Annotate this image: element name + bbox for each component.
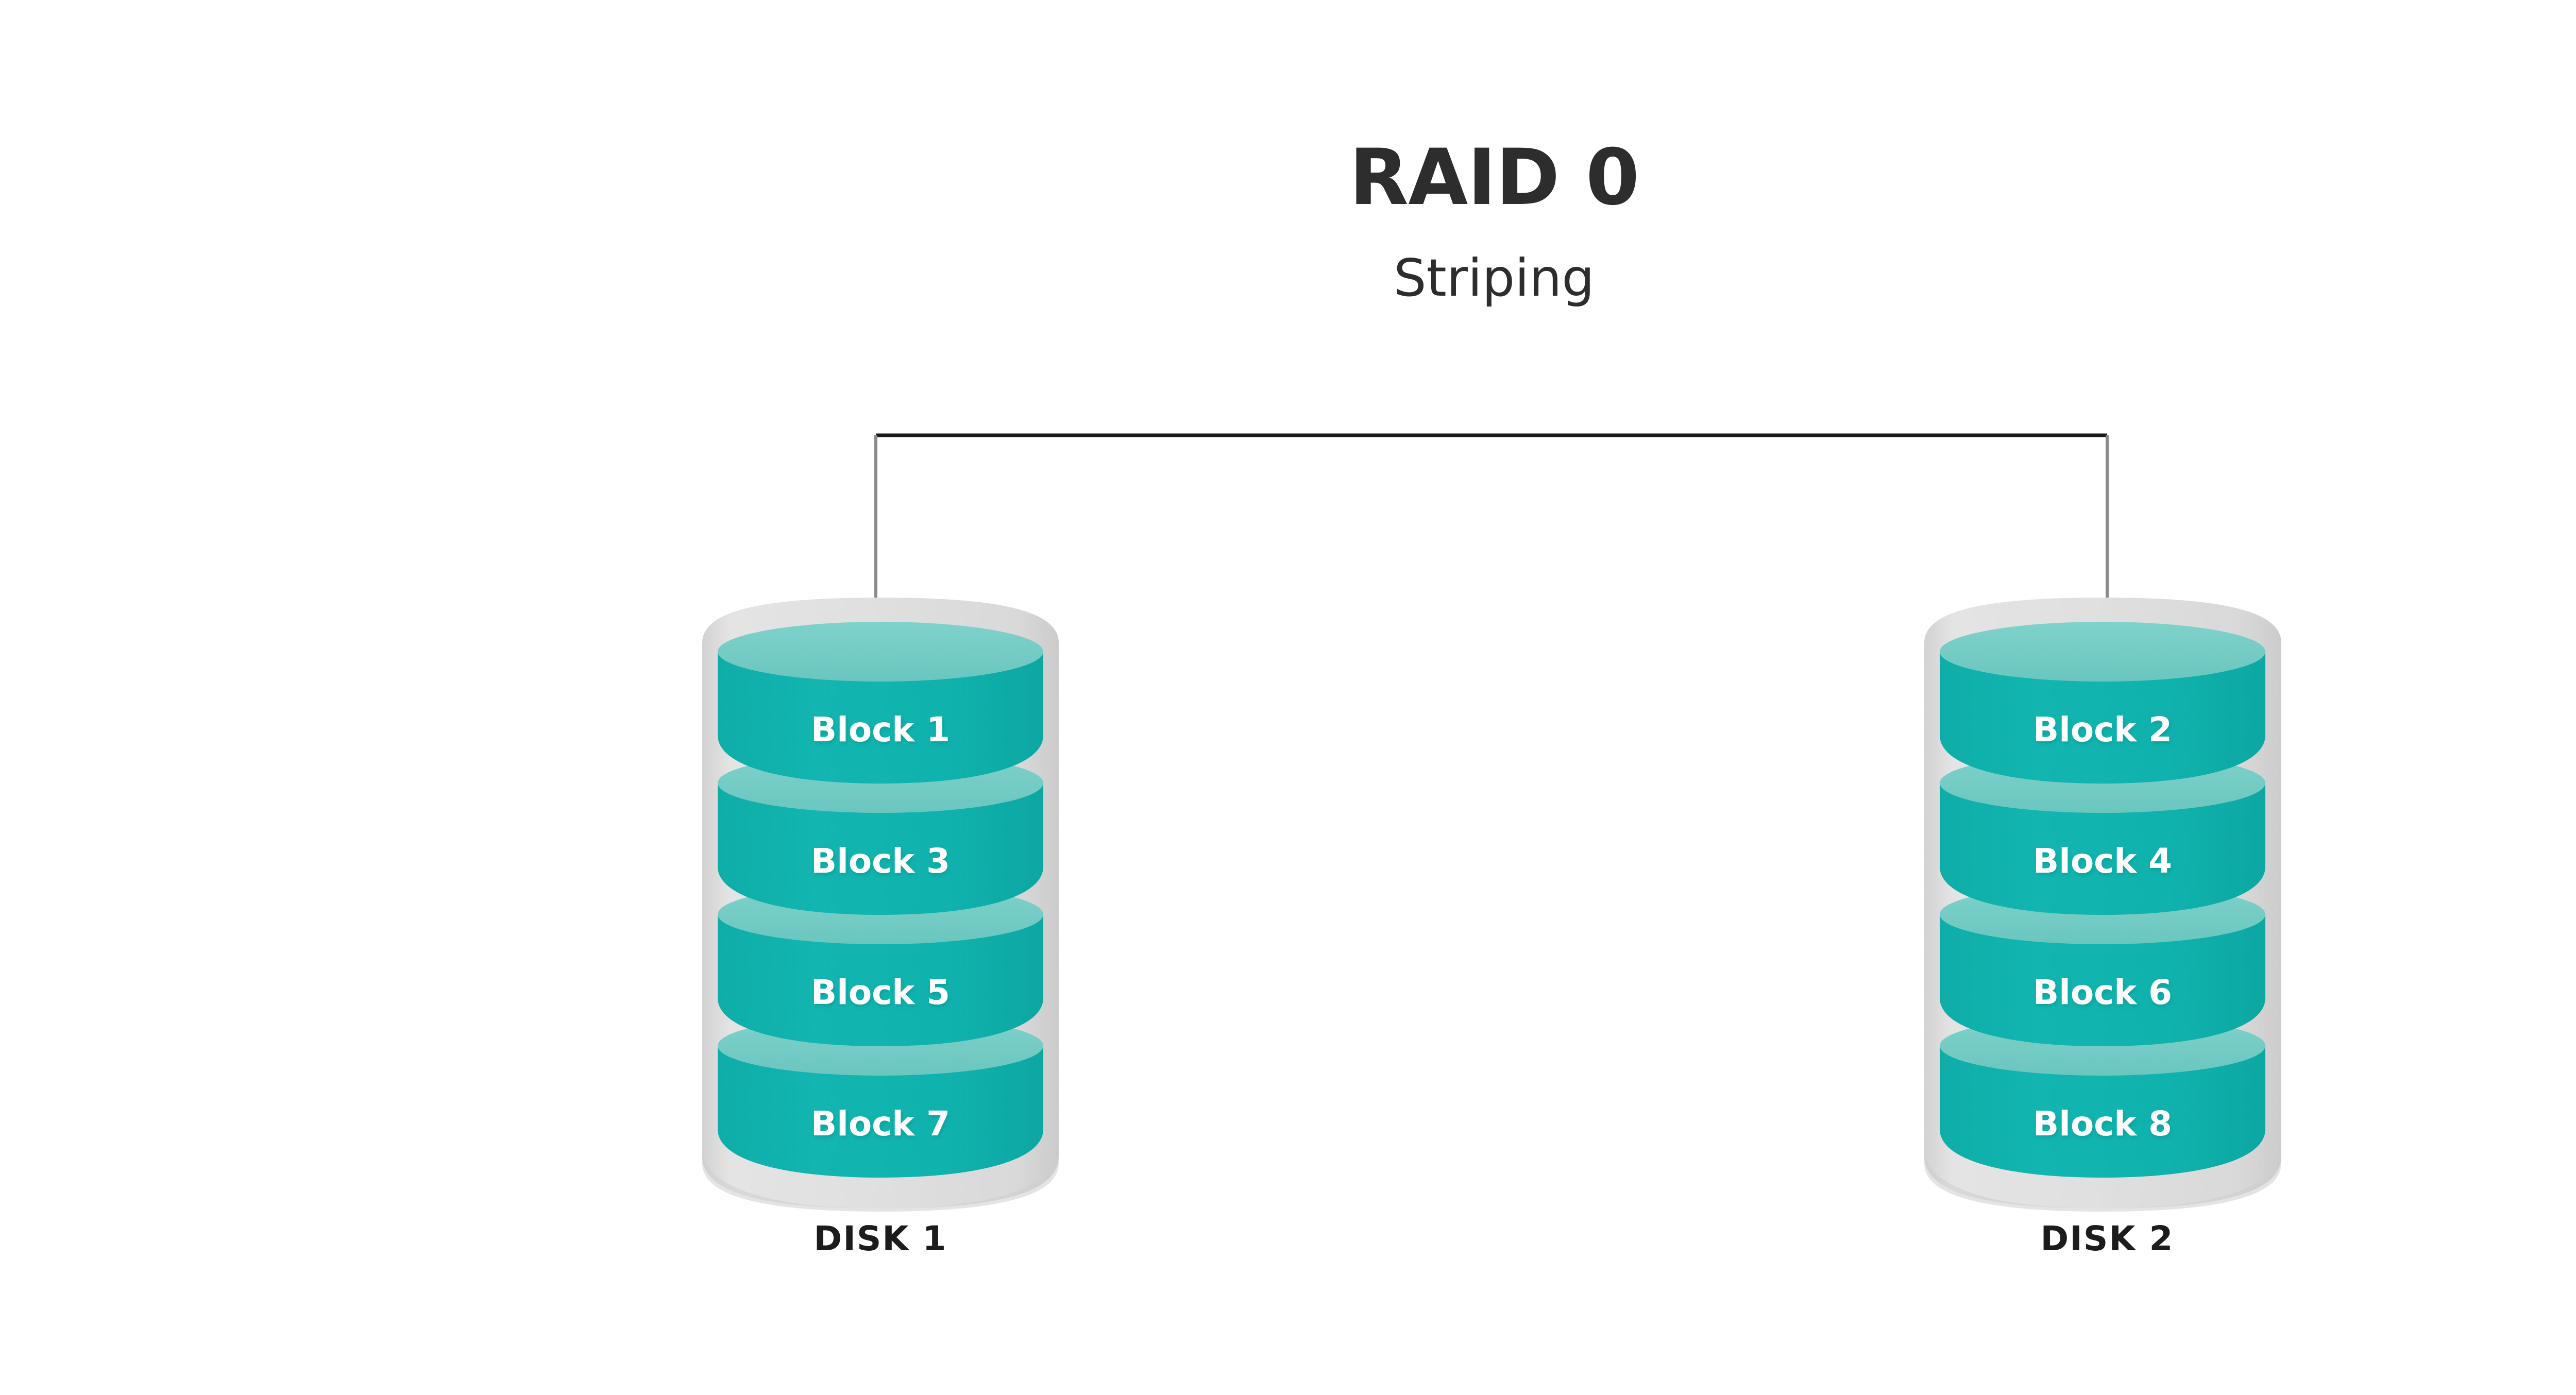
- disk-2-block-3-label: Block 6: [2033, 973, 2172, 1012]
- disk-1-block-3-body: [718, 914, 1043, 1046]
- disk-1-block-1[interactable]: Block 1: [718, 622, 1043, 784]
- connector-bus: [874, 433, 2109, 652]
- disk-2-label: DISK 2: [2040, 1219, 2174, 1258]
- disk-2-graphic[interactable]: Block 8 Block 6 Block 4 Block 2: [1924, 598, 2281, 1212]
- disk-1-block-1-top: [718, 622, 1043, 682]
- disk-1-block-1-body: [718, 652, 1043, 784]
- page-title: RAID 0: [1349, 133, 1640, 223]
- disk-2-block-2-label: Block 4: [2033, 841, 2172, 881]
- disk-1-label: DISK 1: [814, 1219, 947, 1258]
- disk-1-block-4-label: Block 7: [811, 1104, 950, 1144]
- disk-1-block-2-label: Block 3: [811, 841, 950, 881]
- disk-2-block-1-body: [1940, 652, 2265, 784]
- disk-2-block-1-top: [1940, 622, 2265, 682]
- disk-1-graphic[interactable]: Block 7 Block 5 Block 3 Block 1: [702, 598, 1059, 1212]
- disk-2-block-3-body: [1940, 914, 2265, 1046]
- disk-2-block-1[interactable]: Block 2: [1940, 622, 2265, 784]
- disk-1-block-2-body: [718, 783, 1043, 915]
- disk-2-block-4-label: Block 8: [2033, 1104, 2172, 1144]
- disk-1-block-1-label: Block 1: [811, 710, 950, 750]
- disk-1-block-4-body: [718, 1046, 1043, 1178]
- disk-2-block-1-label: Block 2: [2033, 710, 2172, 750]
- disk-2-block-4-body: [1940, 1046, 2265, 1178]
- disk-2-block-2-body: [1940, 783, 2265, 915]
- page-subtitle: Striping: [1394, 248, 1595, 308]
- disk-1-block-3-label: Block 5: [811, 973, 950, 1012]
